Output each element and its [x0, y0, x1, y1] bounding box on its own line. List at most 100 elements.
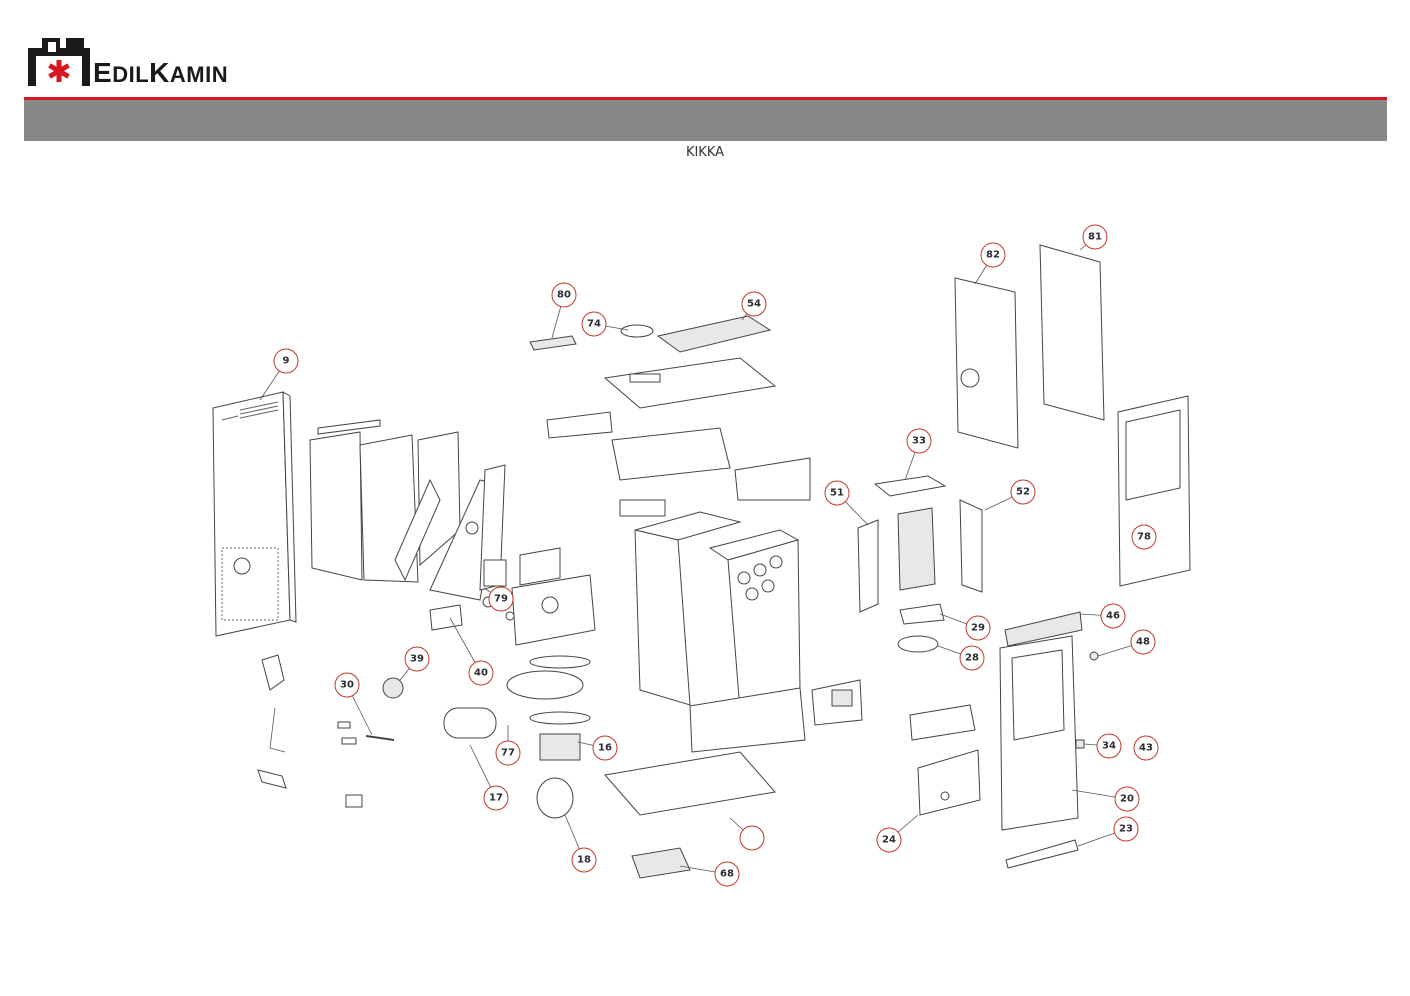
- stove-base: [604, 751, 776, 879]
- part-callout: 29: [939, 613, 991, 641]
- brand-letter-e: E: [93, 57, 113, 88]
- rear-panel: [212, 391, 297, 637]
- callout-number: 24: [882, 835, 896, 846]
- brand-letter-k: K: [149, 57, 170, 88]
- part-callout: 80: [551, 282, 577, 339]
- callout-circle: [1100, 603, 1126, 629]
- callout-number: 74: [587, 319, 601, 330]
- header-red-rule: [24, 97, 1387, 100]
- callout-circle: [488, 586, 514, 612]
- callout-circle: [741, 291, 767, 317]
- part-callout: 23: [1077, 816, 1139, 847]
- callout-circle: [468, 660, 494, 686]
- part-callout: 34: [1083, 733, 1122, 759]
- part-callout: 68: [679, 861, 740, 887]
- callout-circle: [714, 861, 740, 887]
- edilkamin-logo-icon: [28, 38, 90, 86]
- callout-number: 54: [747, 299, 761, 310]
- callout-circle: [1131, 524, 1157, 550]
- callout-circle: [404, 646, 430, 672]
- callout-circle: [965, 615, 991, 641]
- lower-front-panel: [909, 704, 981, 816]
- callout-circle: [1114, 786, 1140, 812]
- fans-motors: [382, 604, 591, 819]
- callout-number: 79: [494, 594, 508, 605]
- callout-number: 20: [1120, 794, 1134, 805]
- callout-number: 16: [598, 743, 612, 754]
- callout-circle: [1113, 816, 1139, 842]
- callout-circle: [483, 785, 509, 811]
- part-callout: 39: [399, 646, 430, 681]
- part-callout: 43: [1133, 735, 1159, 761]
- callout-layer: 80 74 54 82 81 9 33 51 52 78 79 40 39 30 29 46 28 48 16 77 3…: [259, 224, 1159, 887]
- top-components: [529, 315, 811, 517]
- part-callout: 28: [937, 645, 985, 671]
- callout-number: 23: [1119, 824, 1133, 835]
- callout-number: 82: [986, 250, 1000, 261]
- callout-number: 18: [577, 855, 591, 866]
- callout-number: 52: [1016, 487, 1030, 498]
- callout-circle: [581, 311, 607, 337]
- callout-number: 9: [283, 356, 290, 367]
- callout-number: 48: [1136, 637, 1150, 648]
- callout-circle: [1096, 733, 1122, 759]
- callout-circle: [1082, 224, 1108, 250]
- callout-number: 77: [501, 748, 515, 759]
- callout-circle: [980, 242, 1006, 268]
- firebox-parts: [857, 475, 983, 653]
- door: [999, 611, 1083, 869]
- part-callout: 20: [1071, 786, 1140, 812]
- part-callout: 81: [1079, 224, 1108, 251]
- brand-text-dil: DIL: [112, 62, 150, 87]
- part-callout: 16: [577, 735, 618, 761]
- side-shell: [309, 419, 506, 601]
- part-callout: 51: [824, 480, 869, 526]
- brand-name: EDILKAMIN: [93, 57, 228, 89]
- callout-circle: [906, 428, 932, 454]
- callout-number: 40: [474, 668, 488, 679]
- callout-number: 30: [340, 680, 354, 691]
- part-callout: 52: [984, 479, 1036, 511]
- model-title: KIKKA: [685, 145, 725, 160]
- part-callout: 40: [449, 617, 494, 686]
- callout-circle: [551, 282, 577, 308]
- part-callout: 9: [259, 348, 299, 401]
- callout-circle: [739, 825, 765, 851]
- callout-circle: [495, 740, 521, 766]
- callout-number: 34: [1102, 741, 1116, 752]
- callout-circle: [959, 645, 985, 671]
- part-callout: 30: [334, 672, 373, 736]
- callout-circle: [1133, 735, 1159, 761]
- callout-number: 78: [1137, 532, 1151, 543]
- part-callout: 46: [1079, 603, 1126, 629]
- callout-circle: [571, 847, 597, 873]
- callout-circle: [334, 672, 360, 698]
- callout-circle: [1130, 629, 1156, 655]
- callout-circle: [824, 480, 850, 506]
- callout-number: 51: [830, 488, 844, 499]
- callout-number: 33: [912, 436, 926, 447]
- callout-number: 80: [557, 290, 571, 301]
- brand-text-amin: AMIN: [169, 62, 229, 87]
- callout-number: 68: [720, 869, 734, 880]
- callout-number: 39: [410, 654, 424, 665]
- callout-number: 29: [971, 623, 985, 634]
- part-callout: 24: [876, 814, 919, 853]
- callout-circle: [876, 827, 902, 853]
- callout-number: 46: [1106, 611, 1120, 622]
- header-gray-band: [24, 100, 1387, 141]
- side-panels: [954, 244, 1105, 449]
- part-callout: 33: [904, 428, 932, 481]
- front-glass-panel: [1117, 395, 1191, 587]
- callout-number: 43: [1139, 743, 1153, 754]
- callout-number: 81: [1088, 232, 1102, 243]
- part-callout: 78: [1131, 524, 1157, 550]
- callout-number: 28: [965, 653, 979, 664]
- part-callout: 79: [483, 586, 514, 612]
- part-callout: 74: [581, 311, 629, 337]
- callout-circle: [273, 348, 299, 374]
- part-callout: 54: [741, 291, 767, 321]
- callout-circle: [592, 735, 618, 761]
- part-callout: 18: [564, 814, 597, 873]
